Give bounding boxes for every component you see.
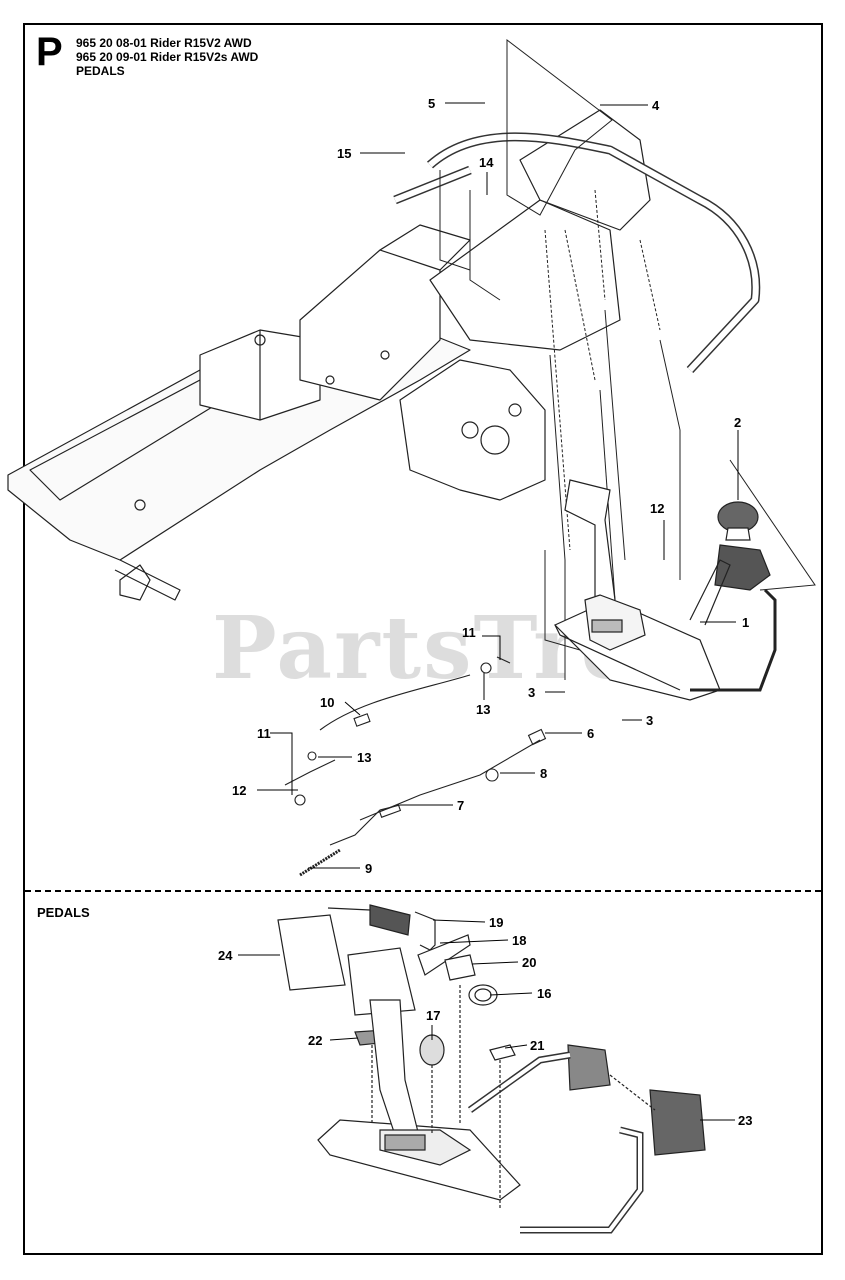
detail-title: PEDALS bbox=[37, 905, 90, 920]
callout-22: 22 bbox=[308, 1033, 322, 1048]
throttle-cables-drawing bbox=[284, 656, 547, 877]
callout-labels: 1 2 3 3 4 5 6 7 8 9 10 11 11 12 12 13 13… bbox=[218, 96, 752, 1128]
callout-4: 4 bbox=[652, 98, 660, 113]
frame-chassis-drawing bbox=[7, 109, 761, 601]
pedal-detail-drawing bbox=[277, 904, 706, 1234]
cable-leader-lines bbox=[439, 38, 816, 680]
section-letter: P bbox=[36, 30, 63, 74]
callout-1: 1 bbox=[742, 615, 749, 630]
callout-7: 7 bbox=[457, 798, 464, 813]
leader-lines bbox=[238, 102, 739, 1121]
callout-2: 2 bbox=[734, 415, 741, 430]
callout-9: 9 bbox=[365, 861, 372, 876]
callout-12b: 12 bbox=[650, 501, 664, 516]
pedal-assembly-drawing bbox=[553, 479, 777, 701]
callout-11b: 11 bbox=[462, 625, 476, 640]
callout-5: 5 bbox=[428, 96, 435, 111]
callout-3b: 3 bbox=[646, 713, 653, 728]
callout-13a: 13 bbox=[357, 750, 371, 765]
callout-21: 21 bbox=[530, 1038, 544, 1053]
callout-11a: 11 bbox=[257, 726, 271, 741]
drawing-frame bbox=[23, 23, 823, 1255]
section-divider bbox=[25, 890, 821, 892]
callout-24: 24 bbox=[218, 948, 233, 963]
callout-16: 16 bbox=[537, 986, 551, 1001]
callout-15: 15 bbox=[337, 146, 351, 161]
callout-10: 10 bbox=[320, 695, 334, 710]
callout-12a: 12 bbox=[232, 783, 246, 798]
callout-18: 18 bbox=[512, 933, 526, 948]
model-line-1: 965 20 08-01 Rider R15V2 AWD bbox=[76, 36, 252, 50]
section-title: PEDALS bbox=[76, 64, 125, 78]
callout-14: 14 bbox=[479, 155, 494, 170]
callout-23: 23 bbox=[738, 1113, 752, 1128]
model-line-2: 965 20 09-01 Rider R15V2s AWD bbox=[76, 50, 259, 64]
callout-19: 19 bbox=[489, 915, 503, 930]
callout-8: 8 bbox=[540, 766, 547, 781]
callout-17: 17 bbox=[426, 1008, 440, 1023]
callout-13b: 13 bbox=[476, 702, 490, 717]
callout-3a: 3 bbox=[528, 685, 535, 700]
callout-6: 6 bbox=[587, 726, 594, 741]
callout-20: 20 bbox=[522, 955, 536, 970]
